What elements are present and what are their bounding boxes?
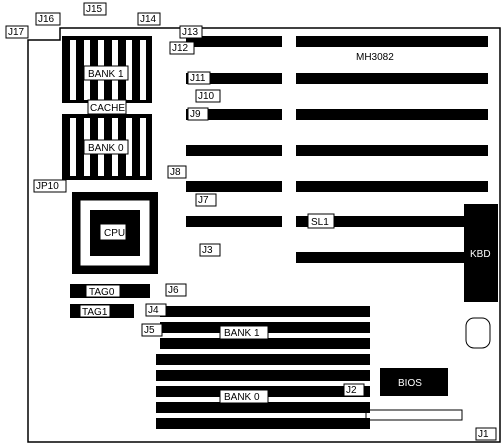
bios-label: BIOS xyxy=(398,378,422,389)
svg-text:J16: J16 xyxy=(38,14,55,25)
board-outline xyxy=(27,27,501,443)
board-model-label: MH3082 xyxy=(356,52,394,63)
cache-bank-0-label: BANK 0 xyxy=(88,143,124,154)
bios-chip xyxy=(380,368,448,396)
expansion-slots-short xyxy=(186,36,282,227)
sl1-label: SL1 xyxy=(311,217,329,228)
simm-bank-0-box xyxy=(219,389,269,404)
svg-text:J17: J17 xyxy=(8,27,25,38)
keyboard-connector xyxy=(464,204,498,302)
tag0-chip: TAG0 xyxy=(70,284,150,298)
svg-text:J9: J9 xyxy=(190,109,201,120)
svg-text:J7: J7 xyxy=(198,195,209,206)
svg-text:J8: J8 xyxy=(170,167,181,178)
cache-label: CACHE xyxy=(90,103,125,114)
svg-text:J14: J14 xyxy=(140,14,157,25)
svg-text:J2: J2 xyxy=(346,385,357,396)
cpu-socket: CPU xyxy=(72,192,158,274)
tag1-chip: TAG1 xyxy=(70,304,134,318)
sl1-box xyxy=(307,213,335,229)
svg-text:TAG0: TAG0 xyxy=(89,287,115,298)
battery-oval xyxy=(465,317,491,349)
cpu-label: CPU xyxy=(104,228,125,239)
svg-text:J3: J3 xyxy=(202,245,213,256)
svg-text:J11: J11 xyxy=(190,73,206,84)
svg-text:J5: J5 xyxy=(144,325,155,336)
resistor-pack xyxy=(365,409,463,421)
simm-bank-1-box xyxy=(219,325,269,340)
svg-text:J10: J10 xyxy=(198,91,215,102)
svg-text:J15: J15 xyxy=(86,4,103,15)
cache-bank-1-label: BANK 1 xyxy=(88,69,124,80)
svg-text:J1: J1 xyxy=(478,429,489,440)
expansion-slots xyxy=(296,36,488,263)
svg-text:JP10: JP10 xyxy=(36,181,59,192)
svg-text:TAG1: TAG1 xyxy=(82,307,108,318)
simm-bank-1-label: BANK 1 xyxy=(224,328,260,339)
simm-slots xyxy=(156,306,370,429)
cache-bank-1: BANK 1 xyxy=(62,36,152,103)
svg-text:J6: J6 xyxy=(168,285,179,296)
cache-bank-0: BANK 0 xyxy=(62,114,152,180)
jumper-labels: J17 J16 J15 J14 J13 J12 J11 J10 J9 J8 J7… xyxy=(5,2,497,441)
svg-text:J4: J4 xyxy=(148,305,159,316)
svg-text:J13: J13 xyxy=(182,27,199,38)
keyboard-label: KBD xyxy=(470,249,491,260)
simm-bank-0-label: BANK 0 xyxy=(224,392,260,403)
svg-text:J12: J12 xyxy=(172,43,189,54)
